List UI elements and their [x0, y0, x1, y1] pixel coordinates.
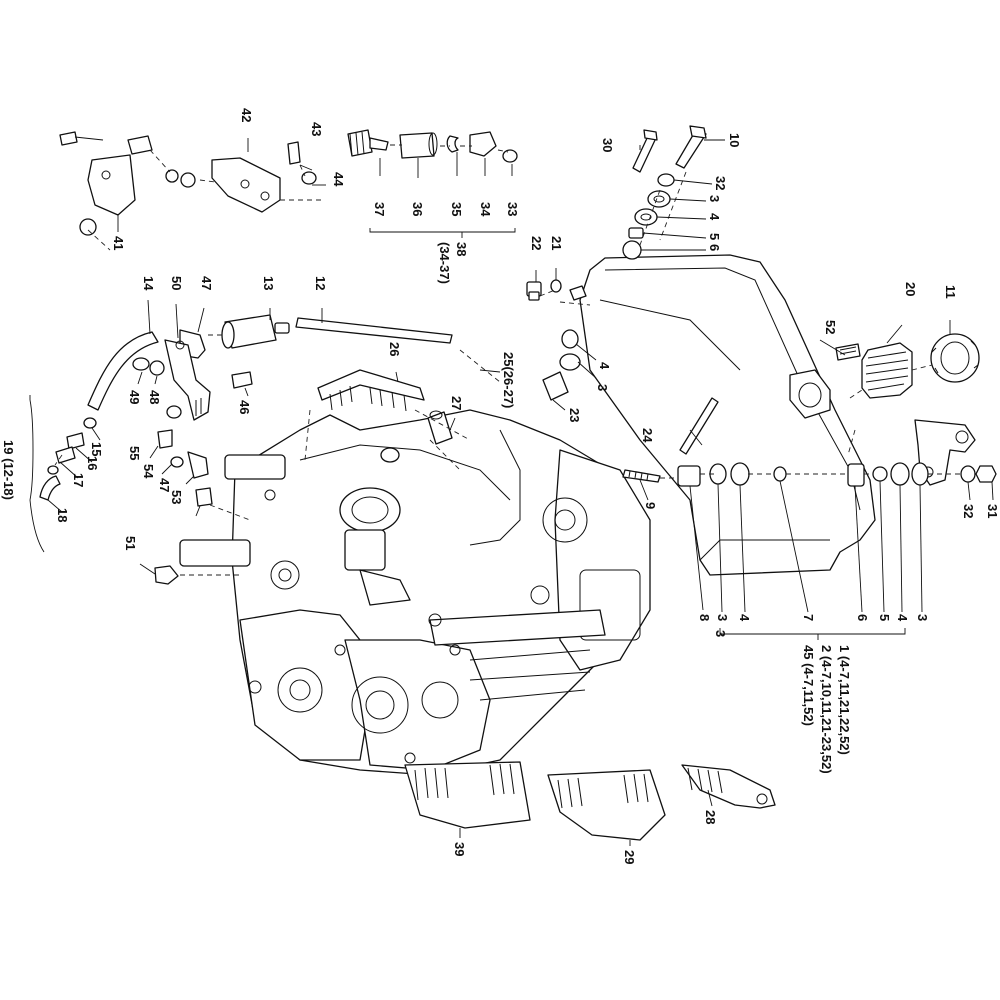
callout-37: 37: [372, 202, 387, 216]
choke-bracket: [164, 329, 253, 421]
callout-48: 48: [147, 390, 162, 404]
callout-assembly-45: 45 (4-7,11,52): [801, 645, 816, 726]
callout-14: 14: [141, 276, 156, 291]
small-hardware-left: [132, 357, 213, 585]
callout-19: 19 (12-18): [1, 440, 16, 500]
baffle-plate-29: [547, 769, 666, 841]
callout-34: 34: [478, 202, 493, 217]
callout-6-row: 6: [855, 614, 870, 621]
callout-47-top: 47: [199, 276, 214, 290]
callout-38: 38: [454, 242, 469, 256]
callout-leaders: [29, 138, 994, 846]
callout-7: 7: [801, 614, 816, 621]
throttle-rack: [317, 369, 453, 445]
callout-assembly-2: 2 (4-7,10,11,21-23,52): [819, 645, 834, 774]
callout-27: 27: [449, 396, 464, 410]
callout-42: 42: [239, 108, 254, 122]
fuel-filter: [221, 314, 453, 349]
callout-9: 9: [643, 502, 658, 509]
callout-4-mid: 4: [597, 362, 612, 370]
callout-28: 28: [703, 810, 718, 824]
callout-12: 12: [313, 276, 328, 290]
callout-labels: 41 42 43 44 37 36 35 34 33 38 (34-37) 30…: [1, 108, 1000, 864]
callout-3-mid: 3: [595, 384, 610, 391]
callout-6-top: 6: [707, 244, 722, 251]
baffle-plate-28: [681, 764, 776, 809]
callout-53: 53: [169, 490, 184, 504]
callout-16: 16: [85, 456, 100, 470]
fuel-strainer: [861, 342, 913, 399]
callout-4-row-a: 4: [737, 614, 752, 622]
mount-bracket-42: [211, 141, 317, 213]
callout-52: 52: [823, 320, 838, 334]
callout-5-top: 5: [707, 233, 722, 240]
fuel-hose-assembly: [39, 331, 159, 501]
callout-38-range: (34-37): [437, 242, 452, 284]
tank-mount-row: [622, 397, 997, 487]
callout-23: 23: [567, 408, 582, 422]
callout-13: 13: [261, 276, 276, 290]
callout-46: 46: [237, 400, 252, 414]
callout-22: 22: [529, 236, 544, 250]
callout-50: 50: [169, 276, 184, 290]
callout-51: 51: [123, 536, 138, 550]
callout-20: 20: [903, 282, 918, 296]
callout-30: 30: [600, 138, 615, 152]
callout-3-top: 3: [707, 195, 722, 202]
callout-3-row-c: 3: [713, 630, 728, 637]
callout-26: 26: [387, 342, 402, 356]
callout-15: 15: [89, 442, 104, 456]
callout-24: 24: [640, 428, 655, 443]
decal-label: [835, 343, 861, 361]
callout-47-bottom: 47: [157, 478, 172, 492]
callout-8: 8: [697, 614, 712, 621]
callout-55: 55: [127, 446, 142, 460]
tank-fittings: [526, 279, 587, 401]
callout-10: 10: [727, 133, 742, 147]
baffle-plate-39: [404, 761, 531, 829]
callout-4-top: 4: [707, 213, 722, 221]
callout-44: 44: [331, 172, 346, 187]
callout-25: 25(26-27): [501, 352, 516, 408]
callout-5-row: 5: [877, 614, 892, 621]
callout-21: 21: [549, 236, 564, 250]
callout-32-top: 32: [713, 176, 728, 190]
callout-33: 33: [505, 202, 520, 216]
callout-4-row-b: 4: [895, 614, 910, 622]
callout-49: 49: [127, 390, 142, 404]
callout-39: 39: [452, 842, 467, 856]
callout-29: 29: [622, 850, 637, 864]
callout-18: 18: [55, 508, 70, 522]
callout-3-row-a: 3: [715, 614, 730, 621]
callout-17: 17: [71, 473, 86, 487]
fuel-valve-parts: [347, 129, 518, 163]
callout-41: 41: [111, 236, 126, 250]
callout-assembly-1: 1 (4-7,11,21,22,52): [837, 645, 852, 755]
callout-32-row: 32: [961, 504, 976, 518]
bolt-stack: [622, 125, 707, 260]
callout-11: 11: [943, 285, 958, 299]
callout-54: 54: [141, 464, 156, 479]
fuel-tank: [579, 254, 876, 576]
engine-block: [179, 409, 651, 776]
callout-35: 35: [449, 202, 464, 216]
mount-bracket-41: [59, 131, 196, 236]
dashed-leaders: [54, 144, 960, 576]
callout-31: 31: [985, 504, 1000, 518]
fuel-cap: [930, 333, 980, 383]
callout-36: 36: [410, 202, 425, 216]
callout-43: 43: [309, 122, 324, 136]
callout-3-row-b: 3: [915, 614, 930, 621]
